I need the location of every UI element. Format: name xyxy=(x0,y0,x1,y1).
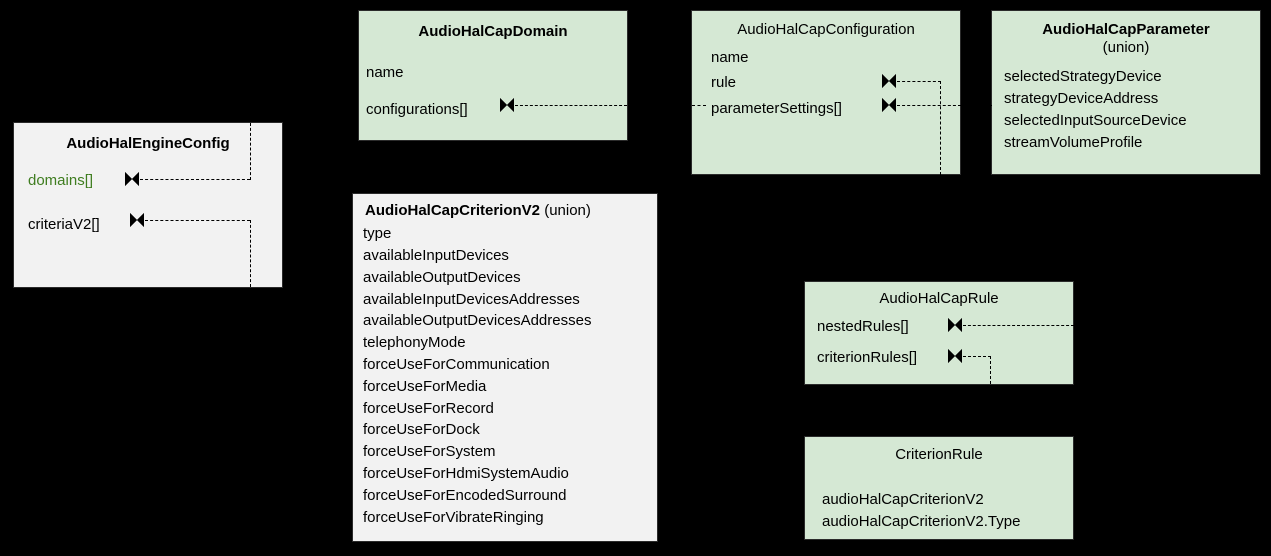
field-parametersettings: parameterSettings[] xyxy=(711,100,842,117)
field-criterionrules: criterionRules[] xyxy=(817,349,918,366)
composition-diamond-nestedrules xyxy=(948,318,962,332)
field-domains: domains[] xyxy=(28,172,94,189)
composition-diamond-criteriav2 xyxy=(130,213,144,227)
class-title-union-tag: (union) xyxy=(544,202,591,219)
criterion-field: forceUseForSystem xyxy=(363,443,496,461)
criterion-field: type xyxy=(363,225,392,243)
connector-criterionrules-horizontal xyxy=(963,356,991,357)
field-strategydeviceaddress: strategyDeviceAddress xyxy=(1004,90,1159,107)
field-selectedstrategydevice: selectedStrategyDevice xyxy=(1004,68,1162,85)
field-criteriav2: criteriaV2[] xyxy=(28,216,100,233)
connector-configurations-horizontal-a xyxy=(515,105,627,106)
field-configurations: configurations[] xyxy=(366,101,468,118)
criterion-field: forceUseForMedia xyxy=(363,377,487,395)
field-nestedrules: nestedRules[] xyxy=(817,318,909,335)
field-name-domain: name xyxy=(366,64,404,81)
class-box-audiohalcapparameter[interactable]: AudioHalCapParameter (union) selectedStr… xyxy=(991,10,1261,175)
field-streamvolumeprofile: streamVolumeProfile xyxy=(1004,134,1143,151)
class-box-criterionrule[interactable]: CriterionRule audioHalCapCriterionV2 aud… xyxy=(804,436,1074,540)
class-title-audiohalcapparameter: AudioHalCapParameter xyxy=(1042,21,1210,38)
field-audiohalcapcriterionv2: audioHalCapCriterionV2 xyxy=(822,491,984,508)
composition-diamond-domains xyxy=(125,172,139,186)
class-subtitle-audiohalcapparameter: (union) xyxy=(1102,39,1150,57)
connector-parametersettings-horizontal-b xyxy=(963,105,992,106)
connector-rule-horizontal xyxy=(897,81,941,82)
criterion-field: forceUseForCommunication xyxy=(363,356,550,374)
criterion-field: availableOutputDevices xyxy=(363,268,521,286)
connector-nestedrules-horizontal xyxy=(963,325,1074,326)
criterion-field: telephonyMode xyxy=(363,334,466,352)
class-title-audiohalcapdomain: AudioHalCapDomain xyxy=(418,23,568,40)
connector-rule-vertical xyxy=(940,81,941,175)
field-name-configuration: name xyxy=(711,49,749,66)
class-title-audiohalcaprule: AudioHalCapRule xyxy=(879,290,999,307)
class-box-audiohalcapcriterionv2[interactable]: AudioHalCapCriterionV2 (union) type avai… xyxy=(352,193,658,542)
class-box-audiohalcapdomain[interactable]: AudioHalCapDomain name configurations[] xyxy=(358,10,628,141)
composition-diamond-configurations xyxy=(500,98,514,112)
class-box-audiohalengineconfig[interactable]: AudioHalEngineConfig domains[] criteriaV… xyxy=(13,122,283,288)
class-box-audiohalcaprule[interactable]: AudioHalCapRule nestedRules[] criterionR… xyxy=(804,281,1074,385)
criterion-field: forceUseForRecord xyxy=(363,399,494,417)
class-title-audiohalcapcriterionv2: AudioHalCapCriterionV2 (union) xyxy=(353,202,657,220)
connector-domains-horizontal xyxy=(140,179,250,180)
connector-configurations-horizontal-b xyxy=(692,105,706,106)
class-box-audiohalcapconfiguration[interactable]: AudioHalCapConfiguration name rule param… xyxy=(691,10,961,175)
criterion-field: availableInputDevices xyxy=(363,247,509,265)
field-rule: rule xyxy=(711,74,737,91)
composition-diamond-rule xyxy=(882,74,896,88)
class-title-audiohalengineconfig: AudioHalEngineConfig xyxy=(66,135,230,152)
criterion-field: forceUseForHdmiSystemAudio xyxy=(363,465,569,483)
criterion-field-list: type availableInputDevices availableOutp… xyxy=(353,223,657,528)
criterion-field: availableOutputDevicesAddresses xyxy=(363,312,592,330)
criterion-field: forceUseForDock xyxy=(363,421,480,439)
connector-criteriav2-horizontal xyxy=(145,220,250,221)
criterion-field: forceUseForVibrateRinging xyxy=(363,508,544,526)
connector-parametersettings-horizontal-a xyxy=(897,105,961,106)
field-selectedinputsourcedevice: selectedInputSourceDevice xyxy=(1004,112,1187,129)
composition-diamond-criterionrules xyxy=(948,349,962,363)
connector-domains-vertical xyxy=(250,123,251,180)
criterion-field: availableInputDevicesAddresses xyxy=(363,290,580,308)
composition-diamond-parametersettings xyxy=(882,98,896,112)
field-audiohalcapcriterionv2-type: audioHalCapCriterionV2.Type xyxy=(822,513,1021,530)
class-title-text: AudioHalCapCriterionV2 xyxy=(365,202,541,219)
connector-criterionrules-vertical xyxy=(990,356,991,384)
connector-criteriav2-vertical xyxy=(250,220,251,287)
class-title-criterionrule: CriterionRule xyxy=(895,446,983,463)
class-title-audiohalcapconfiguration: AudioHalCapConfiguration xyxy=(737,21,915,38)
criterion-field: forceUseForEncodedSurround xyxy=(363,486,567,504)
